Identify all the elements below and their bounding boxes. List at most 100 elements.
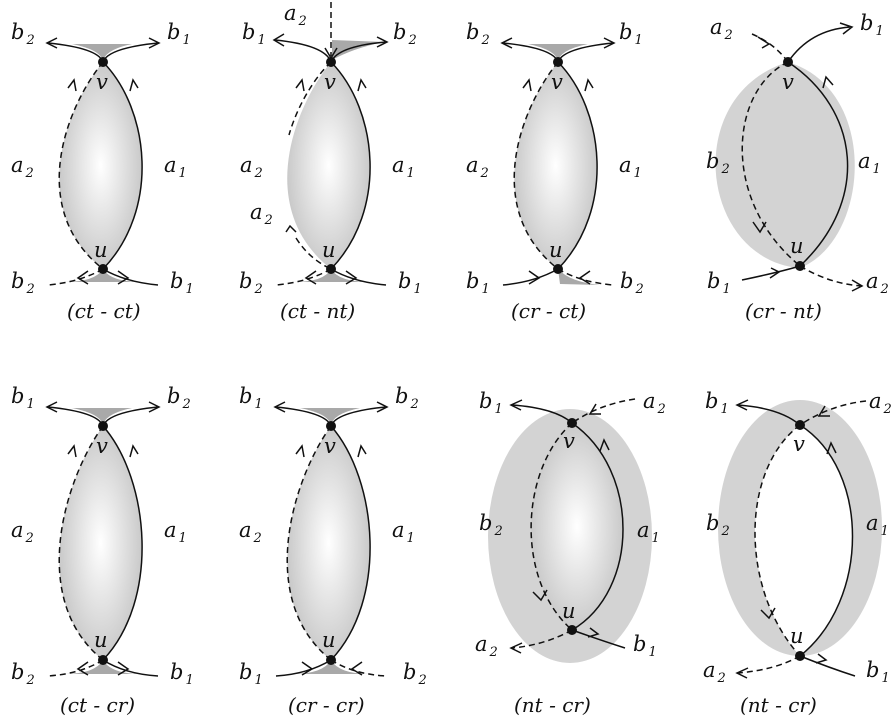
lens-region	[59, 62, 143, 269]
arrowhead	[148, 401, 161, 413]
arrowhead	[578, 270, 591, 285]
vertex-u	[567, 625, 577, 635]
arrowhead	[815, 653, 828, 664]
arrowhead	[67, 444, 77, 458]
vertex-v	[326, 57, 336, 67]
top-cusp-shade	[528, 44, 588, 62]
label-u: u	[549, 238, 563, 262]
lens-region	[287, 62, 371, 269]
top-cusp-shade	[72, 44, 132, 62]
vertex-v	[326, 421, 336, 431]
lens-region	[514, 62, 598, 269]
top-right-edge	[571, 398, 636, 424]
label-v: v	[96, 70, 108, 94]
arrowhead	[588, 403, 601, 415]
vertex-v	[783, 57, 793, 67]
vertex-u	[795, 651, 805, 661]
left-arc	[754, 424, 801, 657]
arrowhead	[509, 399, 523, 411]
left-arc	[288, 61, 332, 136]
vertex-u	[795, 261, 805, 271]
arrowhead	[129, 78, 139, 92]
right-arc	[571, 422, 624, 631]
left-arc	[741, 61, 801, 267]
vertex-u	[98, 655, 108, 665]
vertex-v	[98, 421, 108, 431]
arrowhead	[735, 399, 749, 411]
arrowhead	[376, 36, 389, 48]
arrowhead	[603, 37, 616, 49]
vertex-u	[98, 264, 108, 274]
lens-region	[531, 423, 623, 630]
arrowhead	[45, 37, 58, 49]
label-v: v	[793, 432, 805, 456]
arrowhead	[148, 37, 161, 49]
arrowhead	[67, 78, 77, 92]
left-arc	[530, 422, 573, 631]
label-v: v	[782, 70, 794, 94]
label-v: v	[324, 434, 336, 458]
right-arc	[787, 61, 849, 267]
top-left-edge	[751, 33, 789, 63]
label-u: u	[790, 234, 804, 258]
caption: (cr - cr)	[288, 693, 365, 717]
label-u: u	[94, 238, 108, 262]
arrowhead	[851, 279, 864, 292]
arrowhead	[357, 444, 367, 458]
caption: (ct - nt)	[280, 299, 355, 323]
label-v: v	[324, 70, 336, 94]
vertex-v	[567, 418, 577, 428]
vertex-v	[553, 57, 563, 67]
top-cusp-shade	[332, 40, 384, 60]
caption: (nt - cr)	[514, 693, 591, 717]
left-arc	[513, 61, 559, 270]
left-arc	[58, 61, 104, 270]
vertex-u	[326, 264, 336, 274]
top-cusp-shade	[300, 408, 360, 426]
arrowhead	[509, 642, 523, 654]
lens-region	[287, 426, 371, 660]
arrowhead	[117, 661, 130, 676]
vertex-u	[553, 264, 563, 274]
label-v: v	[96, 434, 108, 458]
arrowhead	[76, 661, 89, 676]
top-right-edge	[787, 26, 851, 63]
arrowhead	[500, 37, 513, 49]
arrowhead	[826, 441, 837, 455]
bottom-left-edge	[737, 655, 801, 674]
arrowhead	[117, 270, 130, 285]
